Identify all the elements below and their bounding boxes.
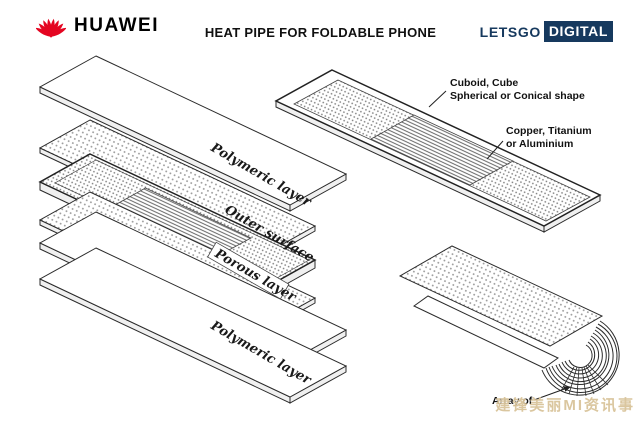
huawei-flower-icon — [36, 18, 66, 38]
huawei-brand-text: HUAWEI — [74, 15, 159, 36]
material-leader-line — [486, 140, 504, 160]
fold-arc-layers — [541, 320, 620, 396]
letsgo-text: LETSGO — [479, 23, 541, 40]
shape-note-line1: Cuboid, Cube — [450, 77, 518, 89]
folded-bottom-sheet — [413, 295, 559, 369]
folded-heat-pipe — [398, 245, 620, 397]
huawei-logo: HUAWEI — [36, 14, 159, 38]
shape-leader-line — [428, 90, 447, 108]
callouts: Cuboid, Cube Spherical or Conical shape … — [428, 77, 592, 407]
pipe-array-fan — [560, 364, 609, 397]
digital-badge: DIGITAL — [543, 21, 613, 42]
layer-slab — [38, 55, 348, 212]
heat-pipe-panel — [274, 69, 602, 233]
shape-note-line2: Spherical or Conical shape — [450, 90, 585, 102]
layer-slab — [38, 247, 348, 404]
layer-stack — [38, 55, 348, 404]
folded-top-sheet — [398, 245, 604, 347]
array-note: Array of — [492, 395, 533, 407]
page-title: HEAT PIPE FOR FOLDABLE PHONE — [204, 25, 437, 40]
material-note-line2: or Aluminium — [506, 138, 573, 150]
header: HUAWEI HEAT PIPE FOR FOLDABLE PHONE LETS… — [0, 0, 641, 54]
letsgo-digital-logo: LETSGO DIGITAL — [480, 21, 613, 42]
array-arrow-line — [533, 386, 571, 401]
material-note-line1: Copper, Titanium — [506, 125, 592, 137]
watermark: 建锋美丽MI资讯事 — [495, 397, 635, 414]
